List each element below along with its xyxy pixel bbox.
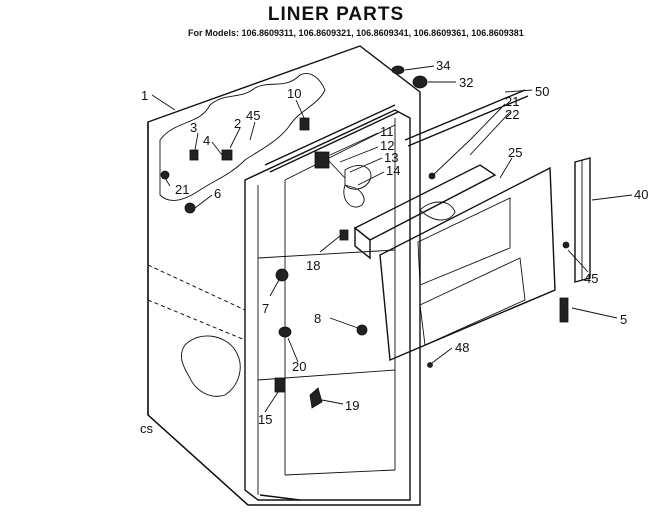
- rear-panel: [379, 166, 556, 362]
- callout-11: 11: [380, 124, 394, 139]
- callout-40: 40: [634, 187, 648, 202]
- callout-10: 10: [287, 86, 301, 101]
- callout-45-right: 45: [584, 271, 598, 286]
- callout-13: 13: [384, 150, 398, 165]
- callout-cs: cs: [140, 421, 154, 436]
- callout-22: 22: [505, 107, 519, 122]
- callout-12: 12: [380, 138, 394, 153]
- model-list: For Models: 106.8609311, 106.8609321, 10…: [188, 28, 524, 38]
- fan-assembly: [314, 151, 372, 208]
- callout-21-right: 21: [505, 94, 519, 109]
- small-parts-top: [391, 65, 428, 89]
- callout-50: 50: [535, 84, 549, 99]
- callout-14: 14: [386, 163, 400, 178]
- callout-7: 7: [262, 301, 269, 316]
- side-part: [574, 157, 591, 283]
- callout-18: 18: [306, 258, 320, 273]
- callout-1: 1: [141, 88, 148, 103]
- leader-lines: [151, 65, 633, 413]
- small-parts-misc: [160, 117, 570, 409]
- callout-2: 2: [234, 116, 241, 131]
- callout-4: 4: [203, 133, 210, 148]
- control-housing: [353, 164, 497, 260]
- callout-48: 48: [455, 340, 469, 355]
- callout-labels: 1 3 2 4 45 21 6 10 11 12 13 14 34 32 50 …: [140, 58, 648, 436]
- diagram-title: LINER PARTS: [267, 4, 405, 25]
- cabinet-liner: [147, 45, 421, 506]
- callout-20: 20: [292, 359, 306, 374]
- callout-6: 6: [214, 186, 221, 201]
- callout-45-top: 45: [246, 108, 260, 123]
- callout-25: 25: [508, 145, 522, 160]
- top-rail-part: [404, 89, 529, 147]
- callout-8: 8: [314, 311, 321, 326]
- callout-34: 34: [436, 58, 450, 73]
- callout-21-left: 21: [175, 182, 189, 197]
- callout-3: 3: [190, 120, 197, 135]
- callout-5: 5: [620, 312, 627, 327]
- callout-19: 19: [345, 398, 359, 413]
- callout-15: 15: [258, 412, 272, 427]
- callout-32: 32: [459, 75, 473, 90]
